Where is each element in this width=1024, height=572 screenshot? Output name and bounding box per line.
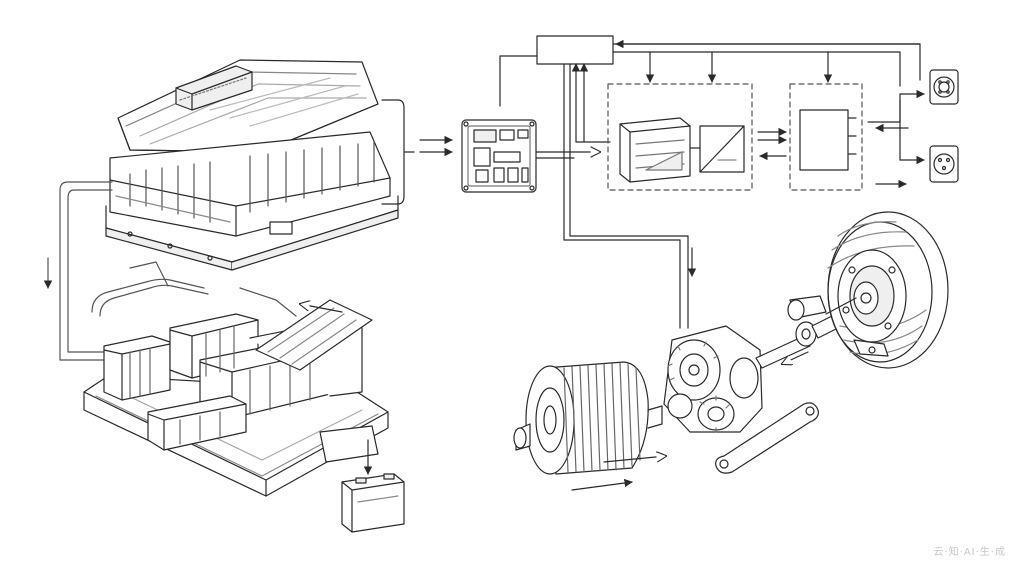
wheel-hub (825, 211, 949, 369)
tie-link (715, 402, 819, 474)
watermark: 云·知·AI·生·成 (933, 547, 1006, 558)
cell-stack (109, 131, 391, 237)
supervisor-box (499, 35, 921, 329)
charge-port-1 (929, 69, 959, 105)
12v-battery (341, 473, 405, 533)
electric-motor-rotor (513, 361, 666, 491)
flow-arrow (300, 304, 343, 313)
inverter-converter-group (607, 83, 787, 191)
ecu-module (461, 119, 600, 193)
battery-lid (117, 59, 379, 153)
battery-pack-exploded (105, 59, 453, 271)
charger-box-group (789, 83, 925, 191)
battery-tray (83, 261, 389, 497)
reduction-gearbox (663, 325, 763, 433)
pack-base (105, 195, 399, 271)
charge-port-2 (929, 145, 959, 183)
coolant-loop-lines (43, 181, 113, 361)
